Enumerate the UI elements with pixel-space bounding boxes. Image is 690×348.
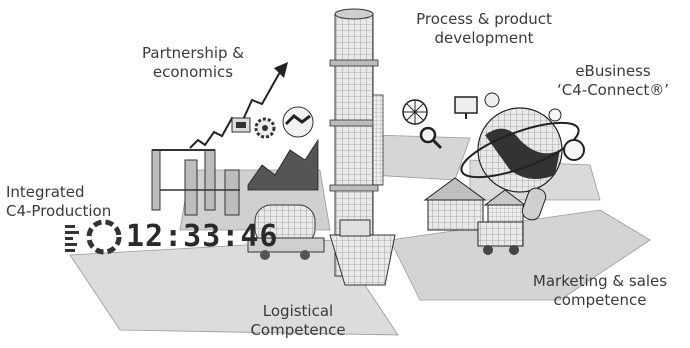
house-icon [423,177,527,231]
network-icon [402,99,428,125]
clock-icon [65,219,122,255]
disc-slice-marketing [389,209,651,301]
label-line: development [434,29,534,47]
globe-icon [460,107,585,193]
label-ebusiness: eBusiness ‘C4-Connect®’ [553,62,673,100]
label-partnership-economics: Partnership & economics [126,44,260,82]
label-line: economics [152,63,234,81]
ship-icon [329,219,396,286]
clock-readout: 12:33:46 [126,219,279,254]
disc-slice-process [371,134,471,181]
handshake-icon [282,106,314,138]
storage-tank-icon [521,187,547,221]
disc-slice-logistical [69,239,399,336]
label-line: Competence [250,321,346,339]
truck-icon [477,221,524,255]
computer-icon [454,92,500,119]
label-line: ‘C4-Connect®’ [557,81,669,99]
tank-truck-icon [247,204,325,260]
trend-area-chart [247,138,319,191]
gear-icon [254,117,276,139]
label-line: Integrated [6,183,85,201]
label-integrated-production: Integrated C4-Production [6,183,111,221]
circuit-board-icon [231,117,251,133]
label-line: Process & product [416,10,552,28]
graph-arrow-icon [189,62,288,149]
label-line: Marketing & sales [532,272,668,290]
label-marketing-sales: Marketing & sales competence [520,272,680,310]
label-line: Partnership & [142,44,244,62]
label-line: competence [553,291,647,309]
label-logistical-competence: Logistical Competence [243,302,353,340]
refinery-icon [151,149,240,216]
label-process-development: Process & product development [396,10,572,48]
magnifier-icon [419,126,443,150]
label-line: eBusiness [575,62,651,80]
label-line: Logistical [262,302,334,320]
label-line: C4-Production [6,202,112,220]
